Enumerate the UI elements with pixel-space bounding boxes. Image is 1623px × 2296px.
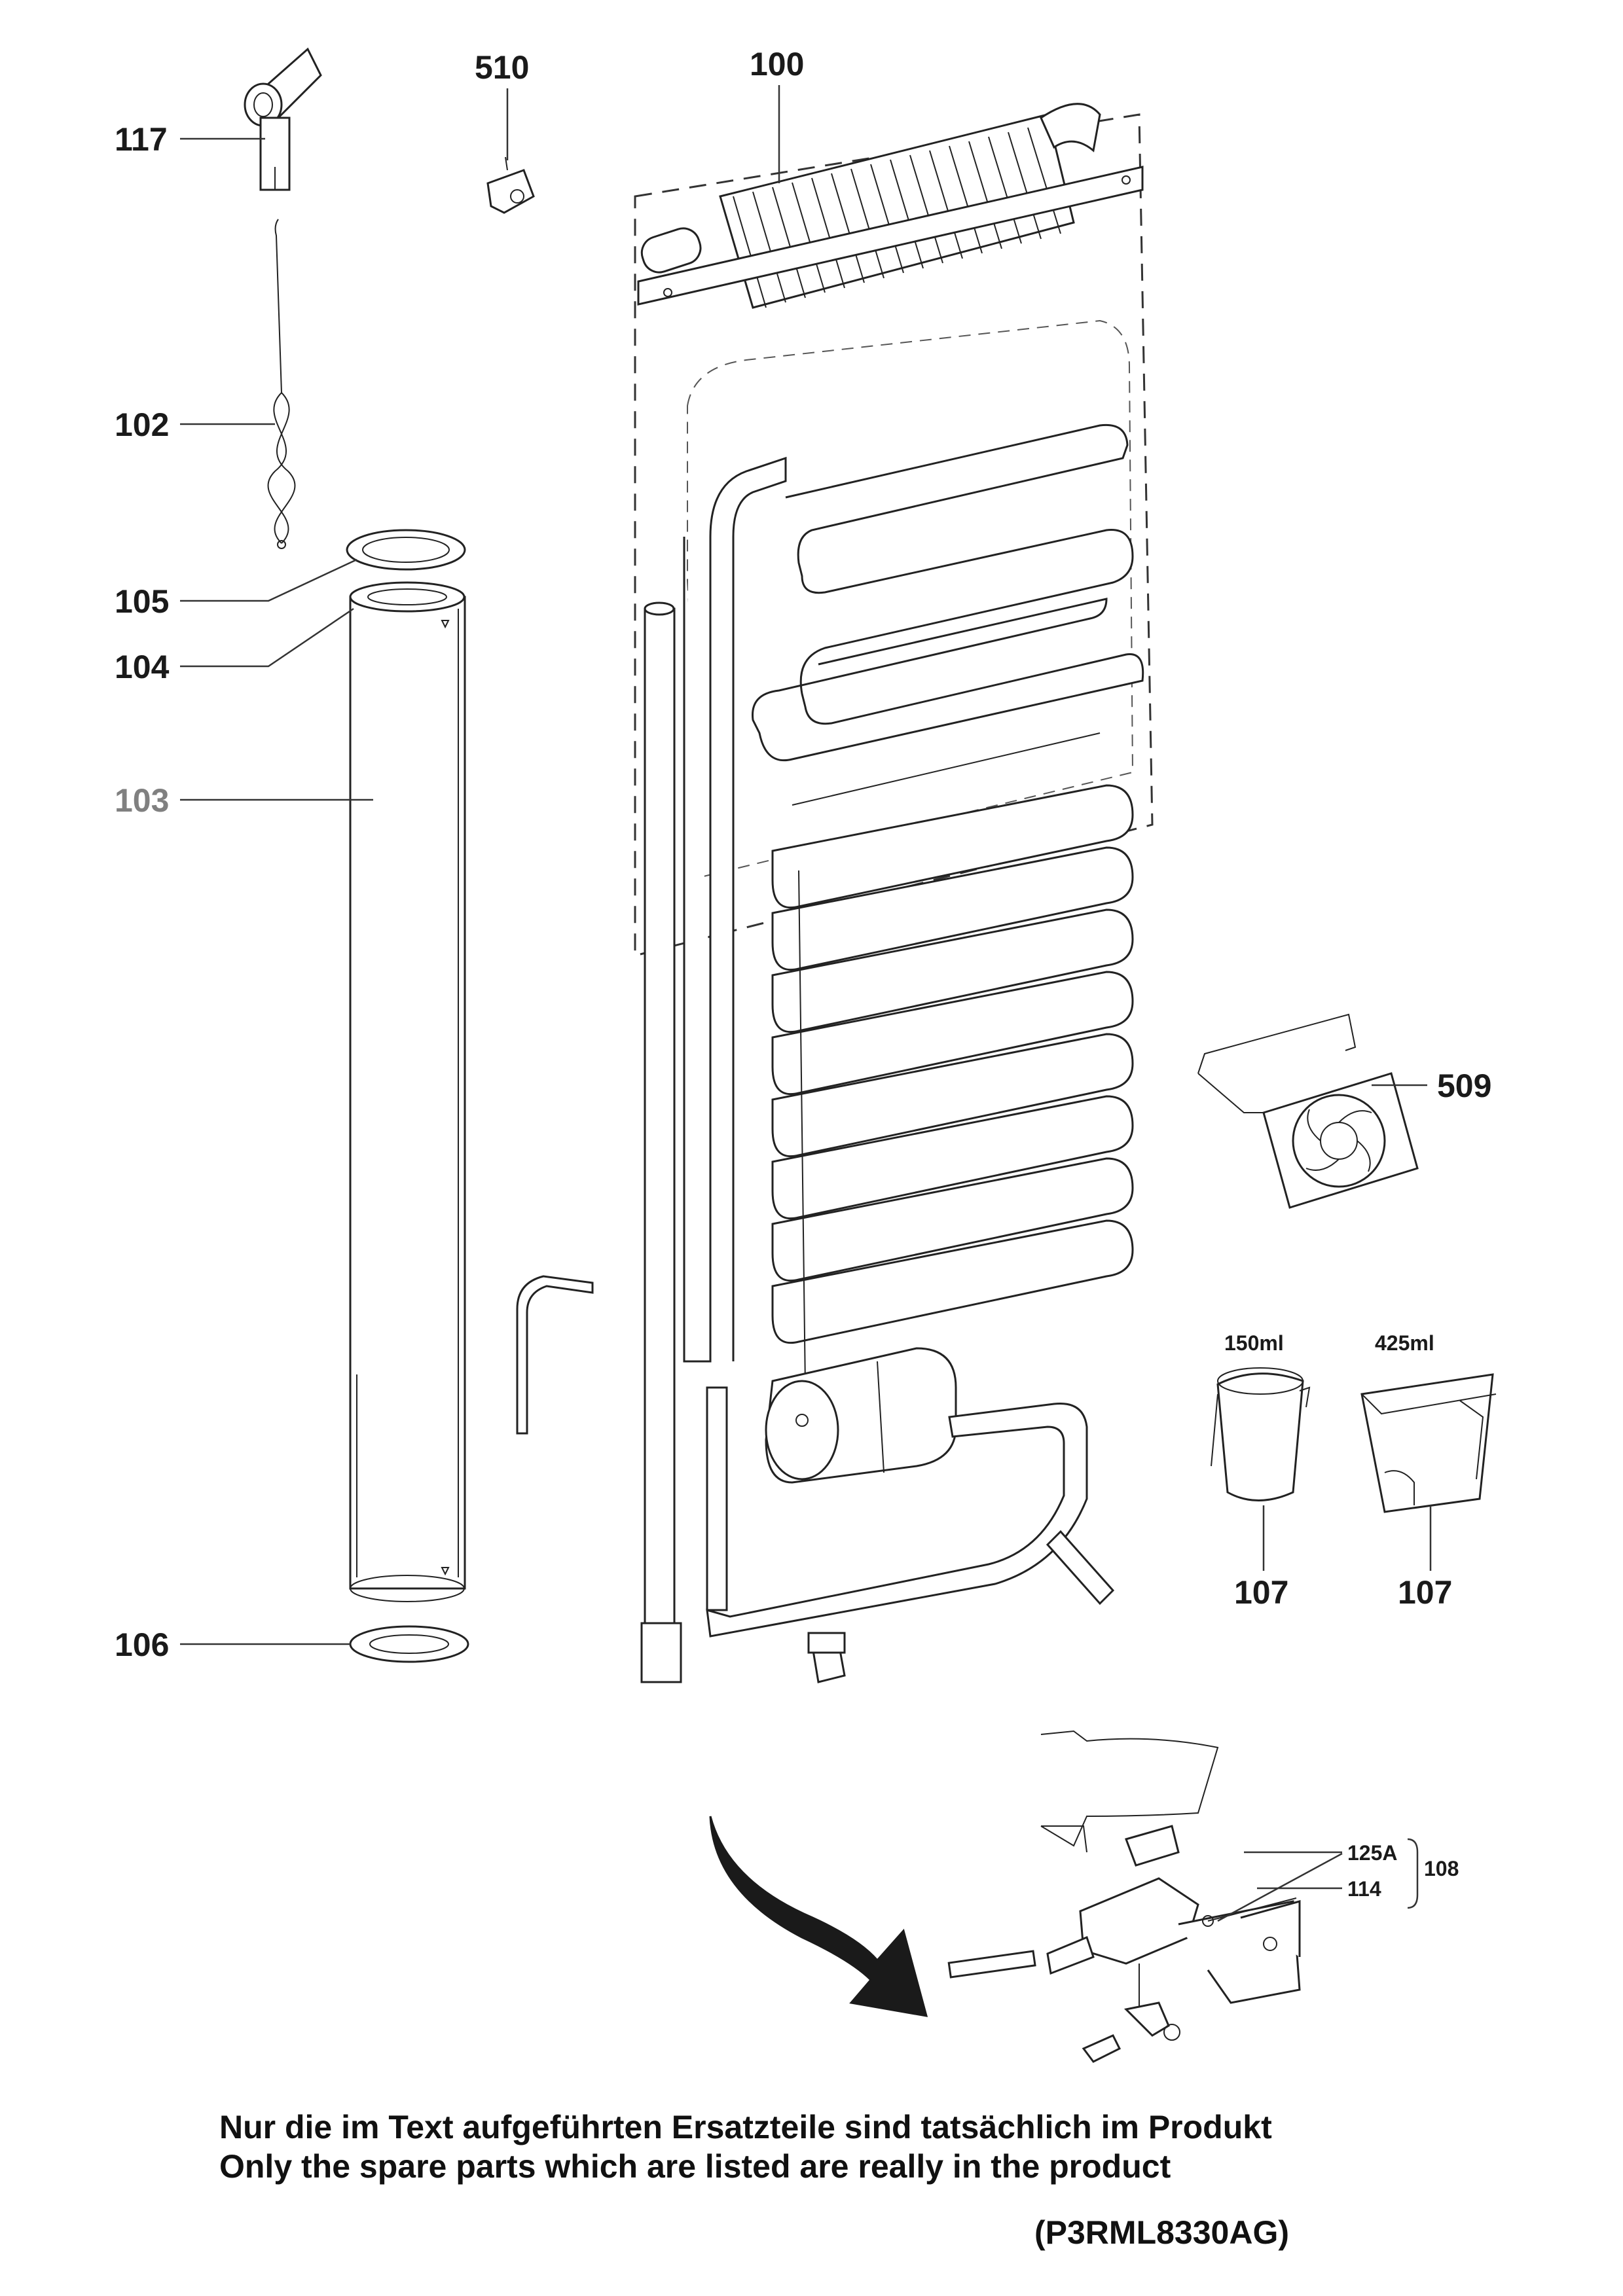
- callout-105: 105: [115, 583, 169, 620]
- burner-assembly-detail: [947, 1730, 1301, 2063]
- callout-509: 509: [1437, 1067, 1491, 1104]
- absorber-coil: [771, 784, 1134, 1388]
- callout-107-small: 107: [1234, 1574, 1288, 1611]
- part-107-container-425ml: [1360, 1373, 1497, 1513]
- detail-arrow: [709, 1816, 928, 2017]
- callout-100: 100: [750, 46, 804, 82]
- callout-114: 114: [1347, 1877, 1381, 1901]
- part-117-flue-cap: [244, 47, 322, 191]
- part-510-sensor: [486, 156, 535, 214]
- callout-510: 510: [475, 49, 529, 86]
- capacity-425ml: 425ml: [1375, 1331, 1434, 1355]
- part-105-top-gasket: [346, 529, 466, 571]
- callout-108: 108: [1424, 1857, 1459, 1880]
- leader-125a: [1217, 1852, 1343, 1922]
- part-102-baffle: [267, 219, 296, 549]
- part-106-bottom-gasket: [349, 1625, 469, 1663]
- note-german: Nur die im Text aufgeführten Ersatzteile…: [219, 2109, 1272, 2145]
- capacity-150ml: 150ml: [1224, 1331, 1284, 1355]
- callout-107-large: 107: [1398, 1574, 1452, 1611]
- part-107-container-150ml: [1211, 1367, 1311, 1501]
- leader-104: [180, 607, 354, 668]
- part-509-fan-assembly: [1197, 1013, 1419, 1209]
- callout-104: 104: [115, 649, 170, 685]
- part-103-flue-tube: [349, 581, 466, 1602]
- boiler-tank: [765, 1347, 957, 1484]
- bracket-108: [1407, 1838, 1419, 1909]
- callout-117: 117: [115, 121, 168, 158]
- leader-105: [180, 558, 357, 602]
- callout-106: 106: [115, 1626, 169, 1663]
- bent-rod: [516, 1275, 594, 1435]
- part-100-cooling-unit: [634, 103, 1154, 1683]
- model-code: (P3RML8330AG): [1034, 2214, 1289, 2251]
- note-english: Only the spare parts which are listed ar…: [219, 2148, 1171, 2185]
- callout-125a: 125A: [1347, 1841, 1398, 1865]
- callout-103: 103: [115, 782, 169, 819]
- callout-102: 102: [115, 406, 169, 443]
